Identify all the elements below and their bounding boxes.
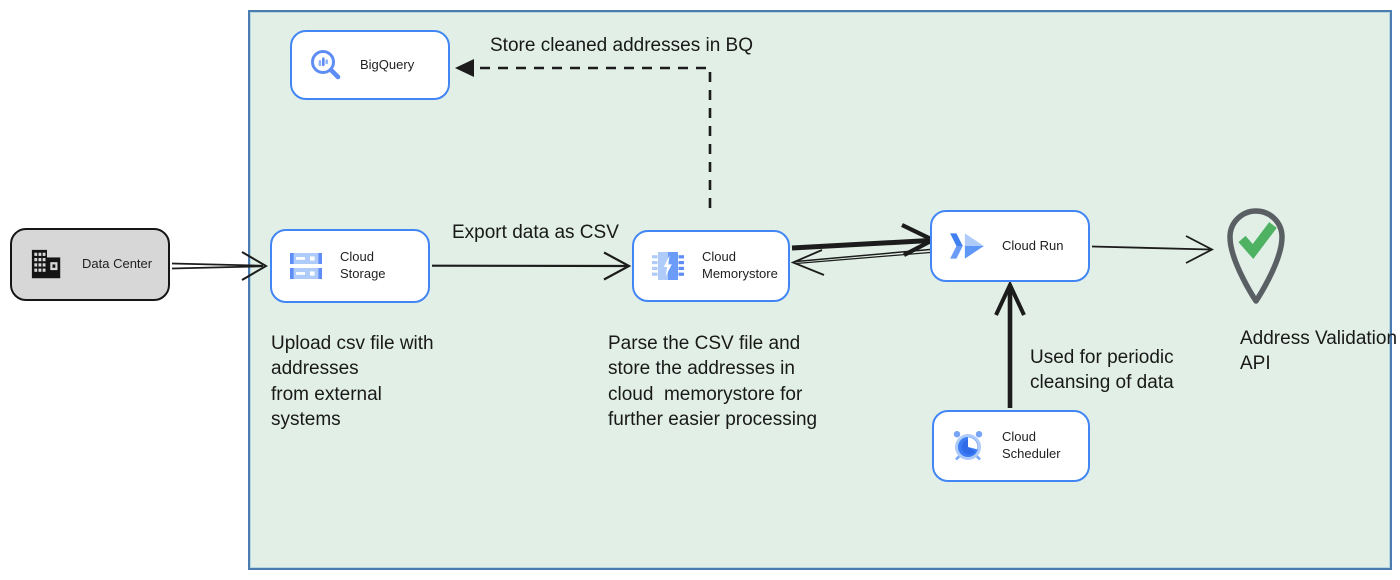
node-label-bigquery: BigQuery <box>360 56 415 72</box>
cloud-storage-icon <box>290 253 322 279</box>
node-data-center[interactable]: Data Center <box>10 228 170 301</box>
node-cloud-storage[interactable]: Cloud Storage <box>270 229 430 303</box>
node-bigquery[interactable]: BigQuery <box>290 30 450 100</box>
node-cloud-scheduler[interactable]: Cloud Scheduler <box>932 410 1090 482</box>
node-label-cloud-scheduler: Cloud Scheduler <box>1002 429 1061 461</box>
cloud-run-icon <box>950 233 984 259</box>
node-label-cloud-memorystore: Cloud Memorystore <box>702 249 778 281</box>
cloud-scheduler-icon <box>953 431 983 461</box>
data-center-building-icon <box>31 249 61 278</box>
node-label-data-center: Data Center <box>82 256 153 272</box>
node-cloud-memorystore[interactable]: Cloud Memorystore <box>632 230 790 302</box>
node-label-cloud-run: Cloud Run <box>1002 237 1064 253</box>
label-store-cleaned-addresses: Store cleaned addresses in BQ <box>490 35 753 56</box>
label-export-data-csv: Export data as CSV <box>452 222 619 243</box>
cloud-memorystore-icon <box>652 252 684 280</box>
label-parse-csv-description: Parse the CSV file and store the address… <box>608 333 818 430</box>
location-pin-check-icon <box>1227 208 1285 304</box>
label-periodic-cleansing: Used for periodic cleansing of data <box>1030 347 1174 394</box>
label-upload-csv-description: Upload csv file with addresses from exte… <box>271 333 434 430</box>
node-address-validation-api[interactable] <box>1220 206 1292 308</box>
gcp-boundary-container <box>248 10 1392 570</box>
node-label-cloud-storage: Cloud Storage <box>340 249 386 281</box>
node-cloud-run[interactable]: Cloud Run <box>930 210 1090 282</box>
bigquery-icon <box>311 50 341 80</box>
label-address-validation-api: Address Validation API <box>1240 328 1398 375</box>
